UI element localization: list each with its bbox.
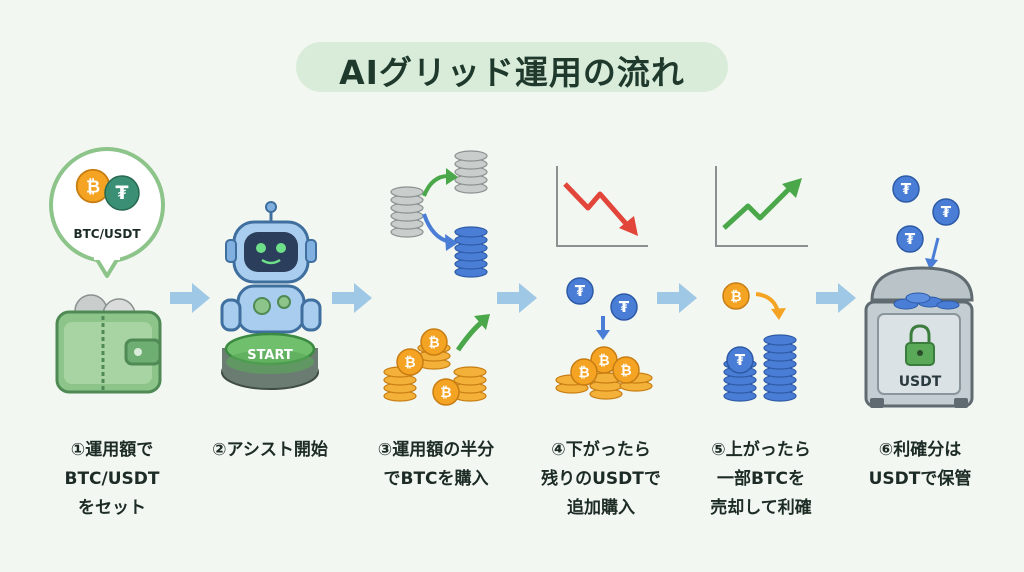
page-title: AIグリッド運用の流れ [339,53,685,92]
bubble-icon [49,147,165,278]
step-1-label: ①運用額で BTC/USDT をセット [37,436,187,523]
coin-stack-icon [390,150,488,278]
bubble-label: BTC/USDT [73,227,141,241]
safe-label: USDT [899,374,942,390]
start-button-icon [221,332,319,390]
step-4-label: ④下がったら 残りのUSDTで 追加購入 [526,436,676,523]
step-3-label: ③運用額の半分 でBTCを購入 [361,436,511,494]
bitcoin-pile-icon [555,346,653,400]
title-background [296,42,728,92]
step-5-line-1: ⑤上がったら [711,440,811,460]
step-3-line-2: でBTCを購入 [383,469,489,489]
step-5-line-3: 売却して利確 [710,498,812,518]
tether-icon: ₮ [104,175,140,211]
step-6-line-1: ⑥利確分は [878,440,962,460]
step-1-line-3: をセット [78,498,146,518]
step-1-line-1: ①運用額で [70,440,154,460]
step-5-line-2: 一部BTCを [716,469,806,489]
robot-icon [220,201,322,334]
btc-to-usdt-icon [722,282,797,402]
trend-down-icon [556,166,648,247]
step-4-line-2: 残りのUSDTで [541,469,661,489]
falling-usdt-icon [892,175,960,270]
usdt-coins-icon [566,277,638,340]
step-6-line-2: USDTで保管 [868,469,972,489]
lock-icon [905,324,935,366]
wallet-icon [55,294,162,394]
step-4-line-1: ④下がったら [551,440,651,460]
step-2-label: ②アシスト開始 [195,436,345,465]
bitcoin-icon [75,168,111,204]
flow-arrow-icon [170,283,856,313]
step-2-line-1: ②アシスト開始 [212,440,328,460]
start-label: START [247,348,293,363]
trend-up-icon [715,166,808,247]
step-1-line-2: BTC/USDT [64,469,160,489]
svg-text:₮: ₮ [115,182,128,204]
step-6-label: ⑥利確分は USDTで保管 [845,436,995,494]
step-4-line-3: 追加購入 [567,498,635,518]
bitcoin-pile-icon [383,314,490,406]
step-5-label: ⑤上がったら 一部BTCを 売却して利確 [686,436,836,523]
step-3-line-1: ③運用額の半分 [377,440,495,460]
